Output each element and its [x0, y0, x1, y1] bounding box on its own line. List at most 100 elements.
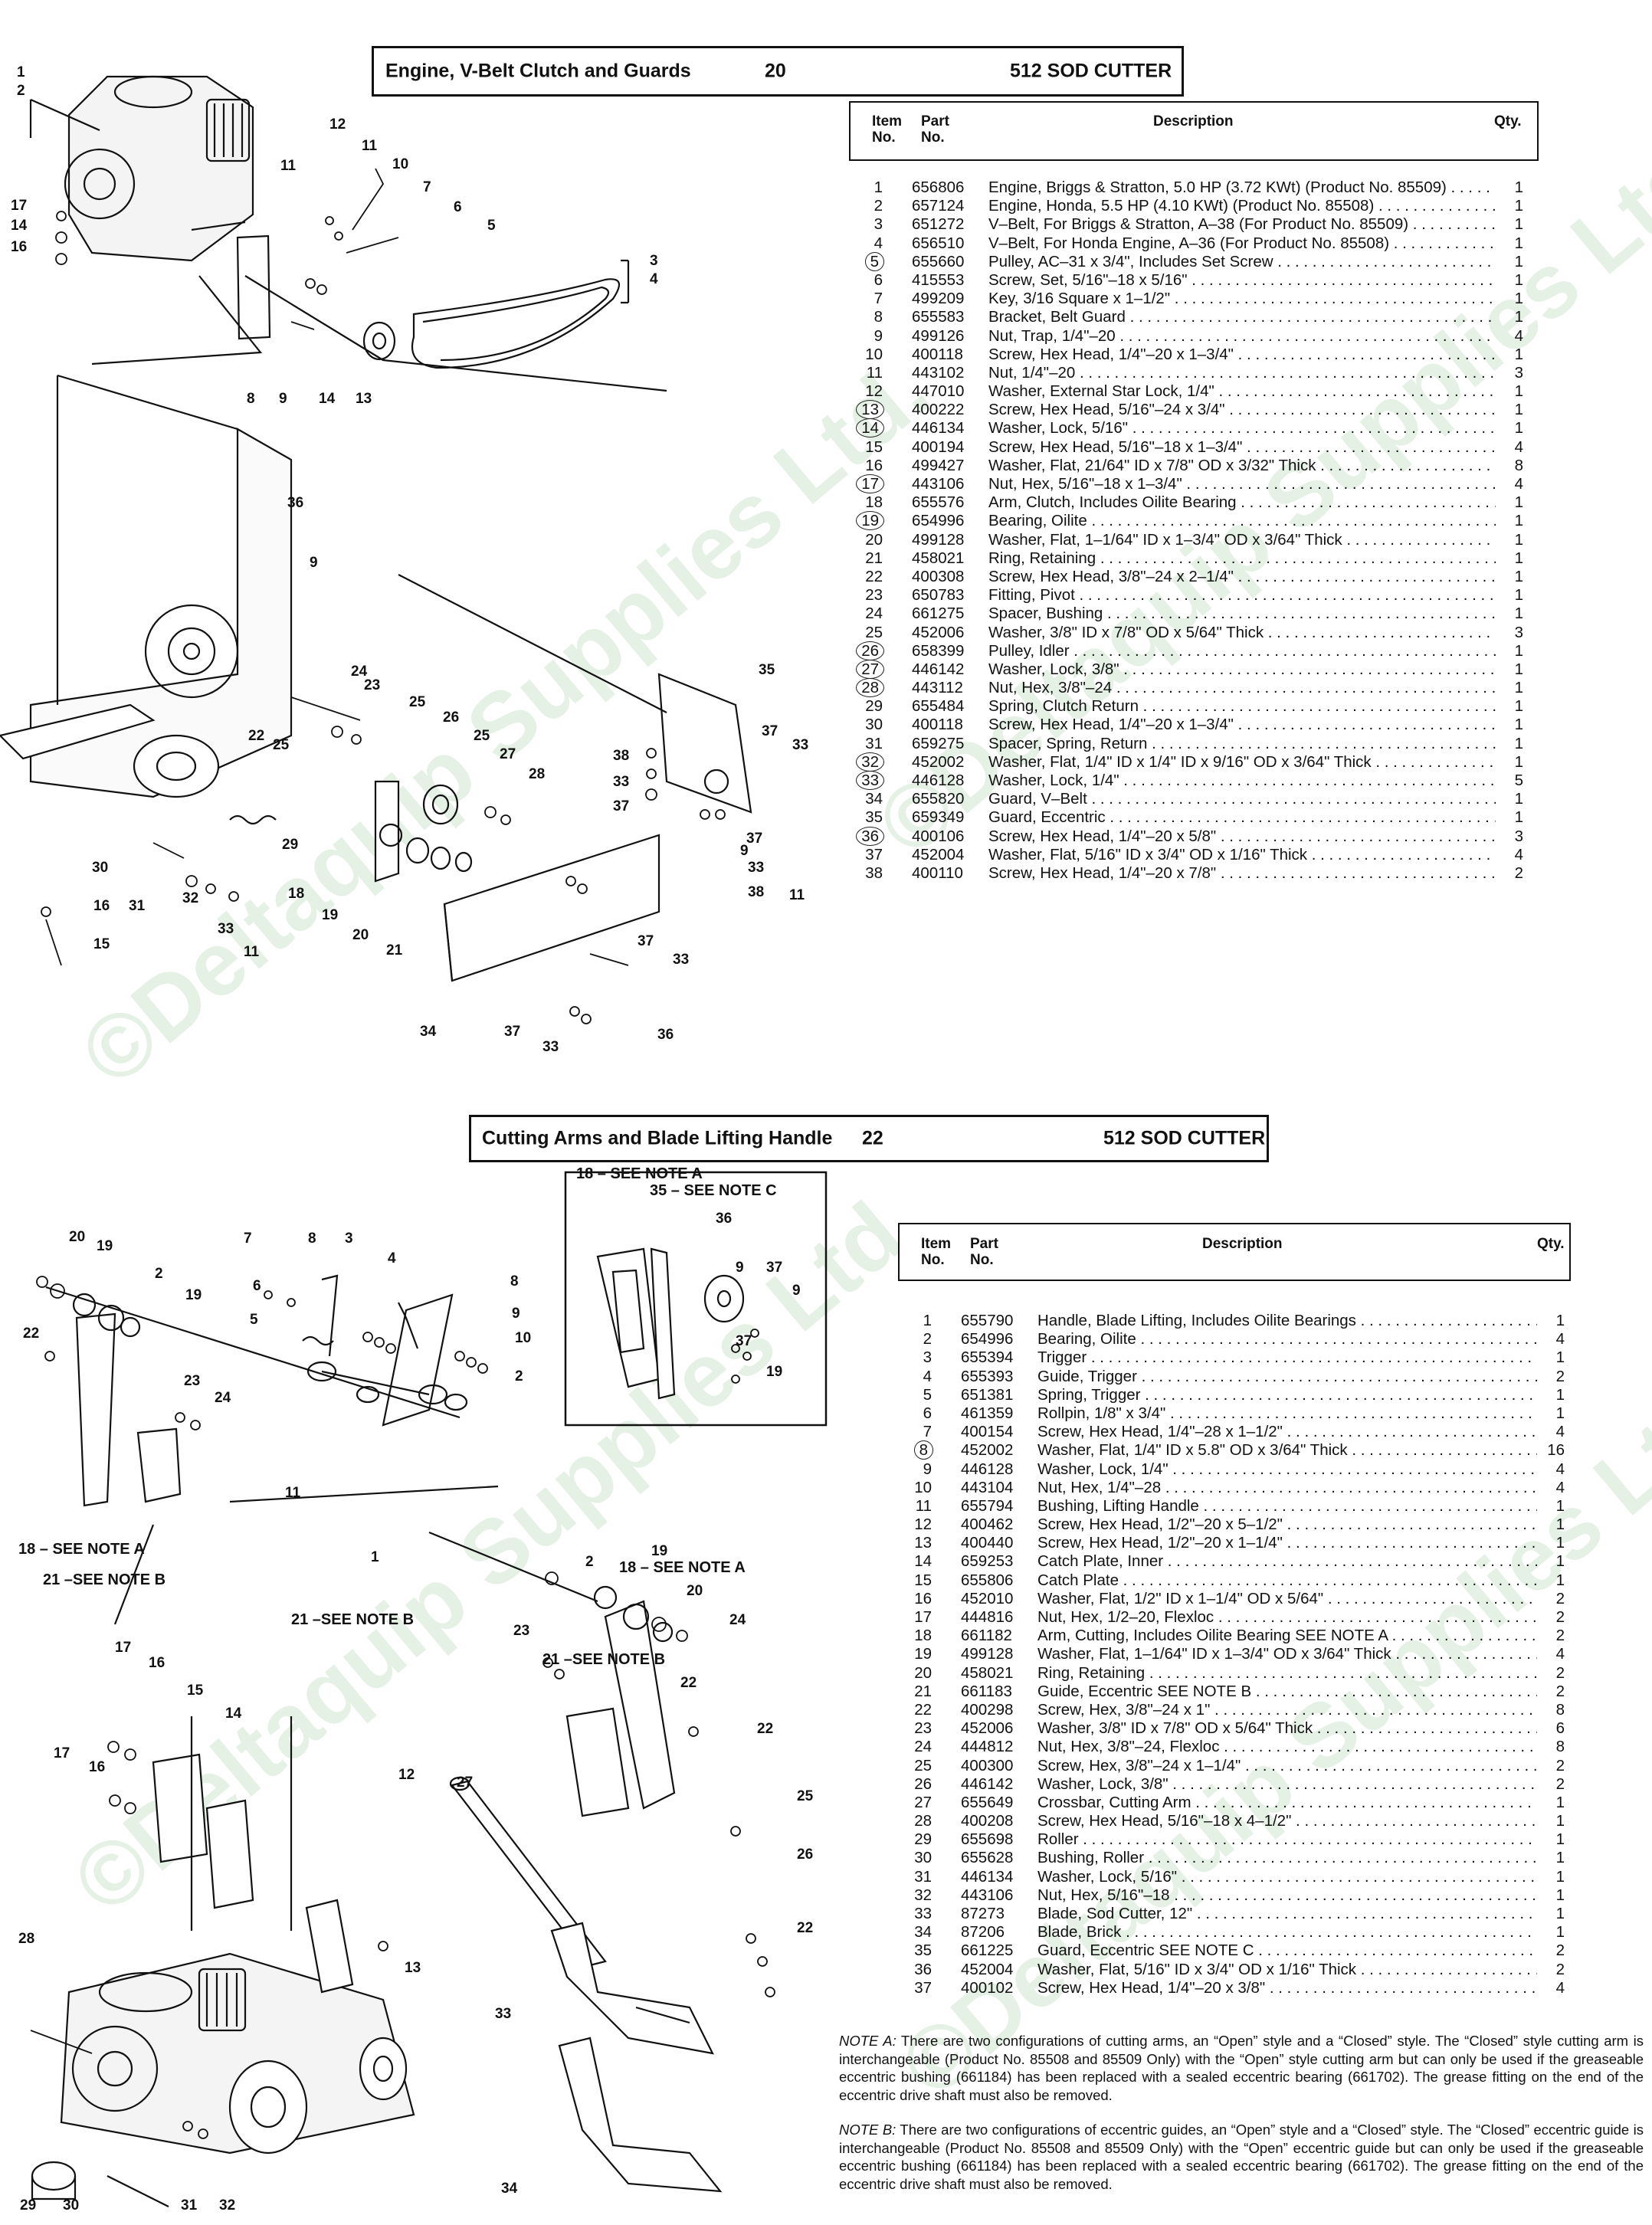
part-description: Key, 3/16 Square x 1–1/2" . . . . . . . … — [988, 290, 1496, 308]
callout-number: 33 — [613, 774, 629, 790]
part-number: 452006 — [961, 1719, 1014, 1738]
col-part-header: Part No. — [921, 113, 949, 146]
part-number: 655576 — [912, 493, 965, 512]
part-quantity: 1 — [1514, 716, 1523, 734]
item-number: 10 — [914, 1478, 932, 1496]
part-description: Bracket, Belt Guard . . . . . . . . . . … — [988, 308, 1496, 326]
part-number: 446142 — [912, 660, 965, 678]
part-quantity: 4 — [1555, 1978, 1565, 1997]
part-quantity: 2 — [1555, 1774, 1565, 1793]
part-description: Guard, Eccentric SEE NOTE C . . . . . . … — [1037, 1942, 1537, 1960]
callout-number: 1 — [371, 1549, 379, 1565]
callout-number: 17 — [54, 1745, 70, 1761]
part-quantity: 1 — [1555, 1923, 1565, 1942]
callout-number: 37 — [762, 723, 778, 739]
callout-number: 35 — [759, 662, 775, 678]
part-description: Nut, Hex, 1/2–20, Flexloc . . . . . . . … — [1037, 1608, 1537, 1626]
callout-number: 13 — [405, 1960, 421, 1976]
section2-page-number: 22 — [862, 1127, 883, 1149]
part-number: 443106 — [961, 1886, 1014, 1904]
part-number: 651272 — [912, 215, 965, 234]
part-number: 656510 — [912, 234, 965, 252]
part-quantity: 1 — [1514, 493, 1523, 512]
part-number: 651381 — [961, 1385, 1014, 1404]
callout-number: 27 — [457, 1774, 473, 1791]
part-number: 400298 — [961, 1700, 1014, 1719]
col-qty-header: Qty. — [1494, 113, 1522, 129]
part-quantity: 1 — [1514, 679, 1523, 697]
part-quantity: 1 — [1555, 1496, 1565, 1515]
item-number: 23 — [914, 1719, 932, 1738]
part-description: V–Belt, For Honda Engine, A–36 (For Prod… — [988, 234, 1496, 252]
item-number: 12 — [865, 382, 883, 401]
part-number: 443102 — [912, 363, 965, 382]
part-number: 400194 — [912, 437, 965, 456]
callout-number: 5 — [250, 1312, 258, 1328]
inset-box — [564, 1171, 828, 1427]
part-quantity: 3 — [1514, 363, 1523, 382]
item-number: 8 — [898, 1440, 933, 1460]
part-quantity: 1 — [1514, 734, 1523, 752]
section2-table-header: Item No. Part No. Description Qty. — [898, 1223, 1571, 1281]
part-quantity: 1 — [1514, 345, 1523, 363]
item-number: 18 — [865, 493, 883, 512]
item-number: 33 — [914, 1905, 932, 1922]
callout-number: 22 — [757, 1721, 773, 1737]
item-number: 28 — [914, 1812, 932, 1830]
callout-number: 31 — [129, 898, 146, 914]
part-description: Nut, Hex, 3/8"–24, Flexloc . . . . . . .… — [1037, 1738, 1537, 1756]
callout-number: 17 — [11, 198, 27, 214]
part-number: 655394 — [961, 1348, 1014, 1367]
callout-number: 3 — [650, 253, 658, 269]
item-number: 4 — [874, 234, 883, 252]
callout-number: 33 — [673, 952, 689, 968]
part-number: 443104 — [961, 1478, 1014, 1496]
part-description: Screw, Hex Head, 1/2"–20 x 5–1/2" . . . … — [1037, 1516, 1537, 1534]
item-number: 6 — [874, 270, 883, 289]
callout-number: 20 — [69, 1229, 85, 1245]
callout-number: 30 — [63, 2197, 79, 2214]
item-number: 35 — [914, 1942, 932, 1960]
callout-number: 9 — [310, 555, 318, 571]
part-description: Nut, Hex, 1/4"–28 . . . . . . . . . . . … — [1037, 1478, 1537, 1496]
part-description: Pulley, AC–31 x 3/4", Includes Set Screw… — [988, 252, 1496, 270]
part-quantity: 2 — [1555, 1682, 1565, 1700]
table-row: 4 656510 V–Belt, For Honda Engine, A–36 (F… — [849, 234, 1539, 253]
callout-number: 23 — [364, 677, 380, 693]
part-quantity: 4 — [1514, 437, 1523, 456]
item-number: 11 — [915, 1496, 932, 1515]
callout-number: 10 — [515, 1330, 531, 1346]
part-number: 654996 — [961, 1330, 1014, 1348]
callout-number: 36 — [657, 1027, 674, 1043]
part-quantity: 1 — [1514, 530, 1523, 549]
part-quantity: 1 — [1555, 1385, 1565, 1404]
callout-number: 17 — [115, 1640, 131, 1656]
part-quantity: 1 — [1514, 549, 1523, 567]
item-number: 32 — [849, 752, 884, 772]
callout-number: 37 — [736, 1333, 752, 1349]
item-number: 12 — [914, 1516, 932, 1534]
callout-number: 10 — [392, 156, 408, 172]
part-quantity: 4 — [1514, 475, 1523, 493]
item-number: 1 — [874, 179, 883, 196]
col-item-header: Item No. — [921, 1236, 952, 1268]
